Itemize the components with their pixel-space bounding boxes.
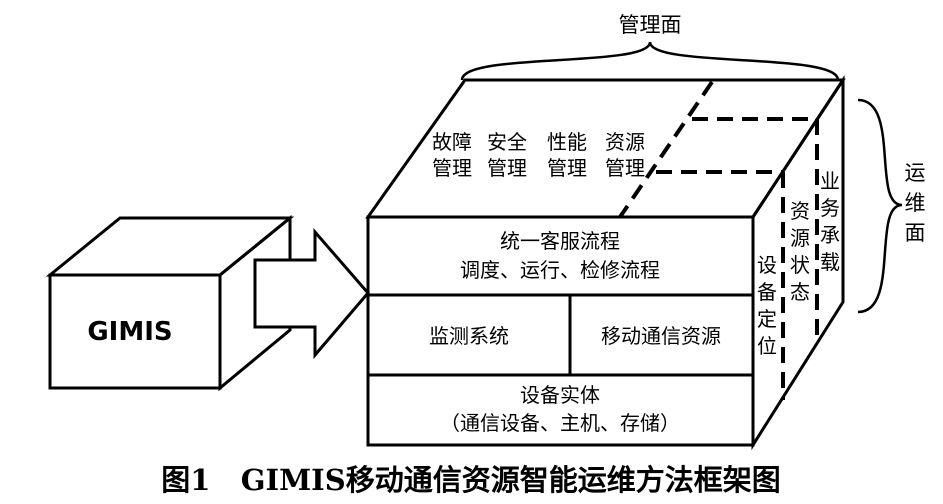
side-col2-char: 源	[790, 226, 810, 250]
monitor-system-label: 监测系统	[429, 324, 509, 348]
operations-label-char: 面	[905, 221, 926, 245]
side-col1-char: 设	[757, 253, 777, 277]
side-col3-char: 承	[820, 223, 840, 247]
side-col2-char: 资	[790, 199, 810, 223]
side-col1-char: 定	[757, 307, 777, 331]
gimis-cube	[45, 214, 295, 392]
side-col2-char: 状	[790, 253, 810, 277]
front-face	[366, 215, 755, 447]
side-col1-char: 位	[757, 334, 777, 358]
resource-mgmt-line1: 资源	[605, 130, 645, 154]
device-location-label: 设 备 定 位	[757, 253, 777, 358]
entity-title: 设备实体	[520, 383, 600, 407]
side-col2-char: 态	[790, 280, 810, 304]
entity-subtitle: （通信设备、主机、存储）	[440, 411, 680, 435]
framework-cube	[365, 74, 846, 451]
fault-mgmt-line1: 故障	[432, 130, 472, 154]
management-items: 故障 管理 安全 管理 性能 管理 资源 管理	[432, 130, 645, 180]
performance-mgmt-line1: 性能	[547, 130, 587, 154]
figure-caption: 图1 GIMIS移动通信资源智能运维方法框架图	[161, 463, 780, 497]
security-mgmt-line2: 管理	[487, 156, 527, 180]
service-bearing-label: 业 务 承 载	[820, 169, 840, 274]
resource-mgmt-line2: 管理	[605, 156, 645, 180]
dashed-top-diagonal	[618, 80, 714, 219]
management-brace	[460, 41, 840, 81]
resource-status-label: 资 源 状 态	[790, 199, 810, 304]
gimis-label: GIMIS	[87, 317, 172, 347]
side-col3-char: 业	[820, 169, 840, 193]
management-face-label: 管理面	[619, 13, 682, 37]
operations-label-char: 运	[905, 161, 926, 185]
process-subtitle: 调度、运行、检修流程	[460, 258, 660, 282]
side-col1-char: 备	[757, 280, 777, 304]
mobile-resource-label: 移动通信资源	[601, 324, 721, 348]
flow-arrow	[253, 227, 370, 360]
side-col3-char: 载	[820, 250, 840, 274]
security-mgmt-line1: 安全	[487, 130, 527, 154]
gimis-cube-front	[48, 273, 222, 390]
operations-brace	[857, 98, 903, 314]
dashed-lines	[618, 80, 819, 400]
operations-label-char: 维	[905, 191, 926, 215]
process-title: 统一客服流程	[500, 229, 620, 253]
side-col3-char: 务	[820, 196, 840, 220]
operations-face-label: 运 维 面	[905, 161, 926, 245]
performance-mgmt-line2: 管理	[547, 156, 587, 180]
fault-mgmt-line2: 管理	[432, 156, 472, 180]
